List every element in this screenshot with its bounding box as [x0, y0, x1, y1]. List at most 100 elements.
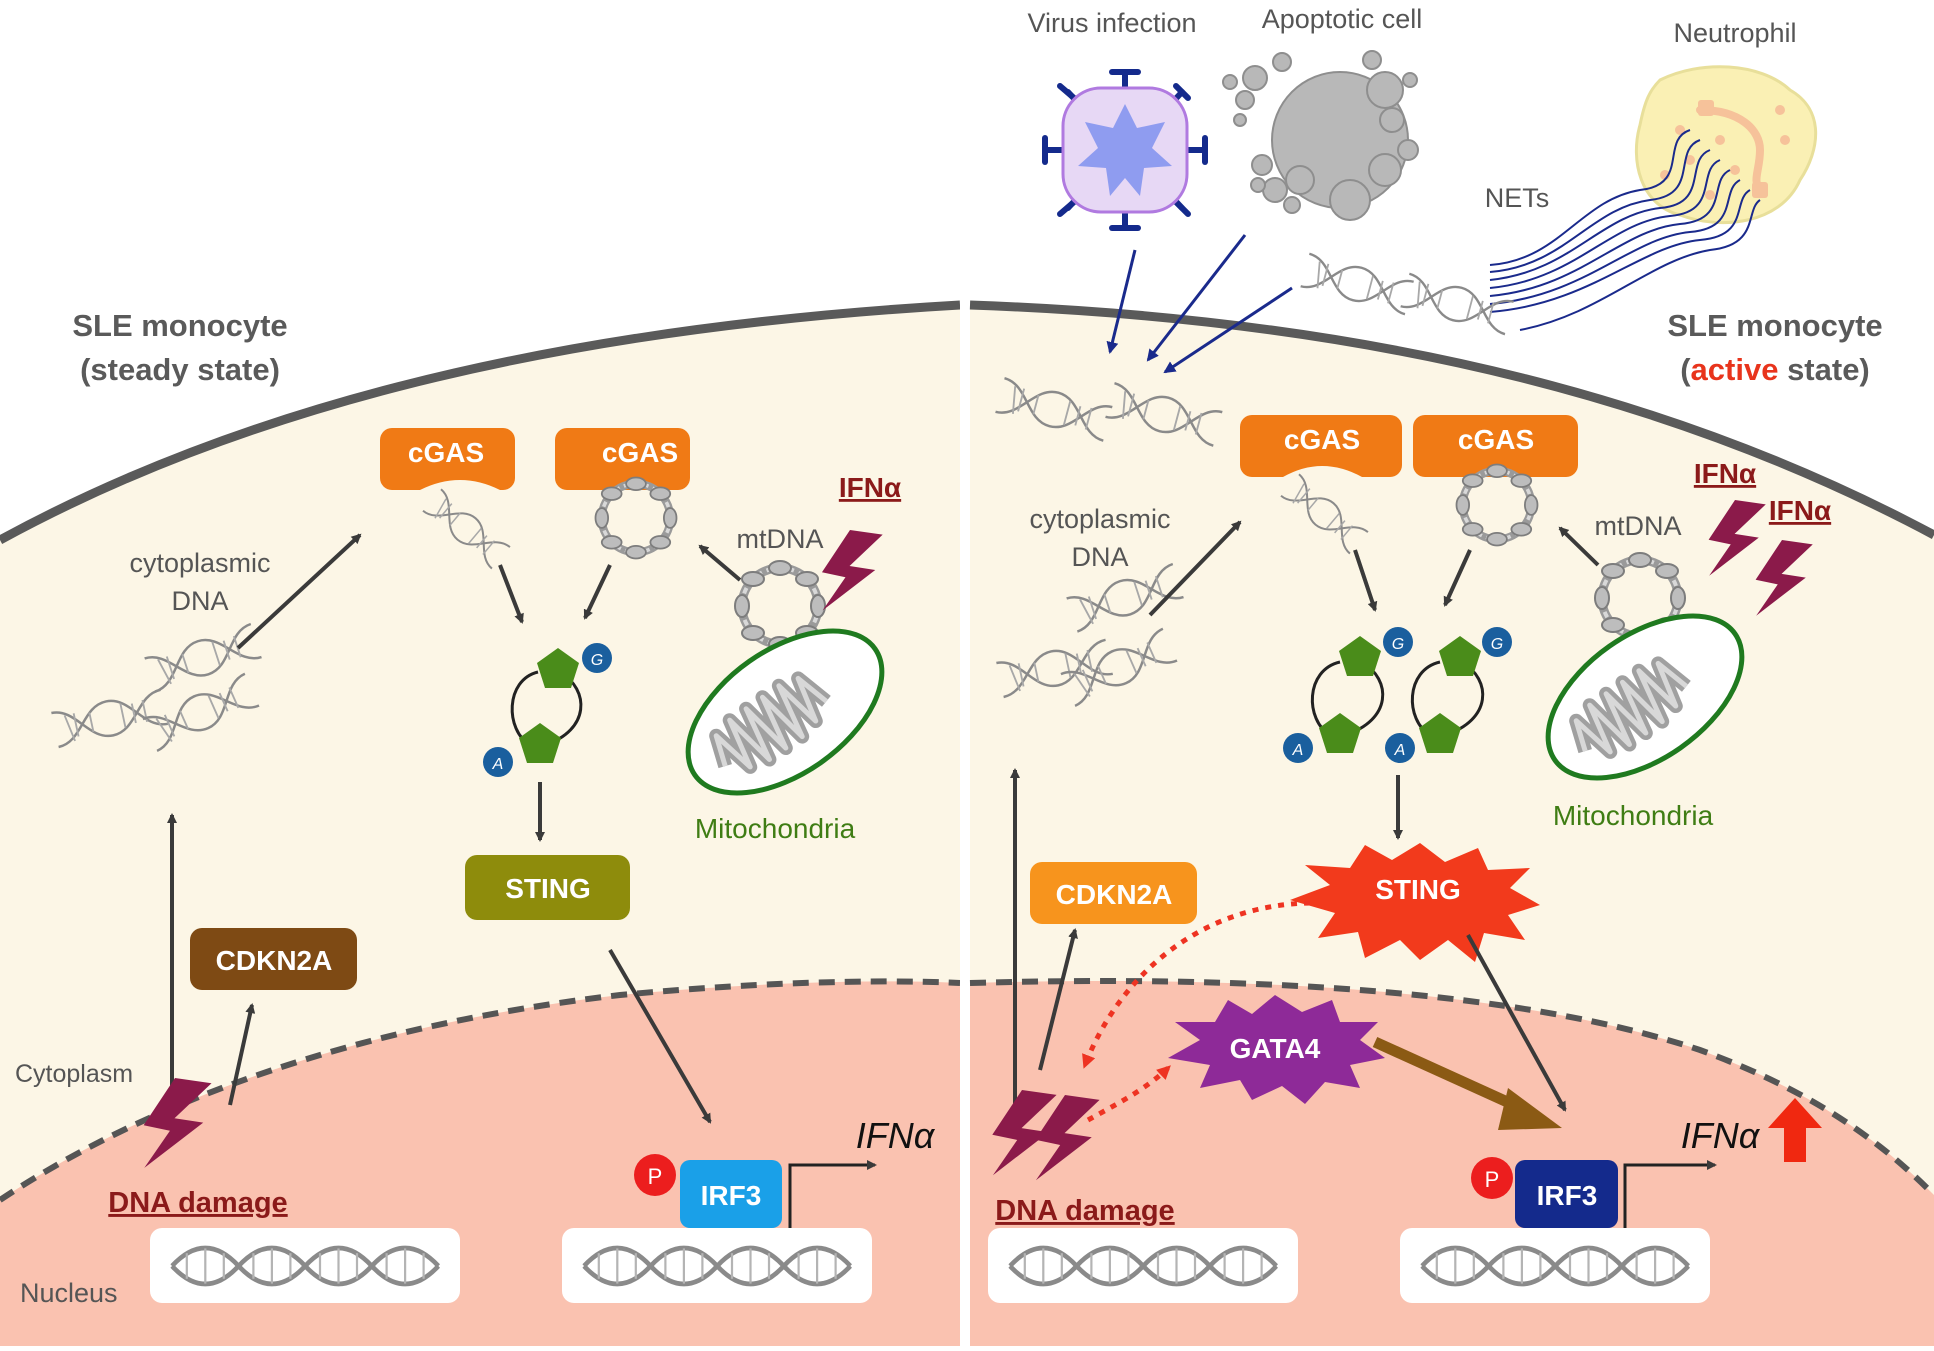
right-arrow-dna-to-cgas [1148, 520, 1242, 617]
nets-dna-2 [1399, 272, 1515, 336]
nets-dna-1 [1299, 252, 1415, 316]
right-ifna-gene-label: IFNα [1681, 1115, 1761, 1156]
left-cytoplasmic-dna-label-1: cytoplasmic [129, 548, 270, 578]
right-title-line2: (active state) [1680, 352, 1870, 387]
right-irf3-label: IRF3 [1537, 1180, 1598, 1211]
left-phospho-badge [634, 1154, 676, 1196]
right-irf3 [1515, 1160, 1618, 1228]
left-cgas-2 [555, 428, 690, 490]
right-cgas-1-notch [1283, 466, 1362, 477]
right-cgas-1 [1240, 415, 1402, 477]
right-ifna-label-1: IFNα [1694, 458, 1756, 489]
left-arrow-mtdna-to-cgas [698, 544, 742, 582]
left-cgamp: G A [483, 643, 612, 777]
left-title-line2: (steady state) [80, 352, 280, 387]
left-chromatin-1 [150, 1228, 460, 1303]
left-transcription-arrow [788, 1160, 877, 1228]
right-arrow-sting-to-irf3 [1466, 934, 1567, 1112]
left-cgas-1-notch [420, 480, 500, 490]
nets-fibers [1489, 129, 1761, 331]
virus-label: Virus infection [1027, 8, 1196, 38]
svg-text:G: G [1392, 636, 1404, 653]
left-cgas-1-label: cGAS [408, 437, 484, 468]
right-sting-label: STING [1375, 874, 1461, 905]
arrow-apoptotic-to-dna [1146, 234, 1247, 362]
left-title-line1: SLE monocyte [72, 308, 287, 343]
right-arrow-cgas2-to-cgamp [1443, 549, 1472, 607]
right-ifna-label-2: IFNα [1769, 495, 1831, 526]
virus-icon [1042, 69, 1208, 231]
left-arrow-cgas1-to-cgamp [498, 564, 524, 624]
right-nuclear-envelope [969, 978, 1934, 1198]
right-cgamp-1: G A [1283, 627, 1413, 763]
arrow-virus-to-dna [1106, 249, 1137, 354]
right-mitochondria-label: Mitochondria [1553, 800, 1714, 831]
neutrophil-label: Neutrophil [1673, 18, 1796, 48]
right-phospho-label: P [1485, 1167, 1500, 1192]
left-dna-damage-label: DNA damage [108, 1187, 287, 1219]
right-arrow-mtdna-to-cgas [1558, 526, 1600, 567]
right-cytoplasmic-dna-label-1: cytoplasmic [1029, 504, 1170, 534]
left-irf3-label: IRF3 [701, 1180, 762, 1211]
right-gata4-label: GATA4 [1230, 1033, 1321, 1064]
left-panel: SLE monocyte (steady state) cytoplasmic … [0, 300, 961, 1346]
right-cytoplasmic-dna-label-2: DNA [1071, 542, 1128, 572]
left-irf3 [680, 1160, 782, 1228]
right-title-rest: state) [1778, 352, 1869, 387]
nets-label: NETs [1485, 183, 1550, 213]
left-phospho-label: P [648, 1164, 663, 1189]
left-arrow-sting-to-irf3 [608, 948, 712, 1124]
right-mtdna-label: mtDNA [1595, 511, 1682, 541]
left-sting-label: STING [505, 873, 591, 904]
left-cgas-1 [380, 428, 515, 490]
left-arrow-dna-to-cgas [236, 533, 362, 650]
left-ifna-gene-label: IFNα [856, 1115, 936, 1156]
right-cgamp-2: G A [1385, 627, 1512, 763]
left-chromatin-2 [562, 1228, 872, 1303]
right-chromatin-1 [988, 1228, 1298, 1303]
right-phospho-badge [1471, 1157, 1513, 1199]
right-transcription-arrow [1623, 1160, 1717, 1228]
panel-divider [960, 290, 970, 1346]
neutrophil-icon [1634, 65, 1818, 225]
right-title-active: active [1691, 352, 1779, 387]
right-sting [1290, 843, 1540, 962]
left-cytoplasm-label: Cytoplasm [15, 1060, 133, 1088]
left-cytoplasmic-dna-label-2: DNA [171, 586, 228, 616]
left-sting [465, 855, 630, 920]
left-cell-membrane [0, 300, 961, 544]
left-arrow-cgas2-to-cgamp [583, 564, 612, 620]
right-cgas-2 [1413, 415, 1578, 477]
svg-text:A: A [492, 756, 504, 773]
right-arrow-gata4-head [1498, 1088, 1562, 1130]
right-gata4 [1168, 995, 1385, 1104]
right-cdkn2a [1030, 862, 1197, 924]
right-arrow-cgas1-to-cgamp [1353, 549, 1378, 612]
apoptotic-label: Apoptotic cell [1262, 4, 1423, 34]
right-cgas-2-label: cGAS [1458, 424, 1534, 455]
left-mtdna-label: mtDNA [737, 524, 824, 554]
arrow-nets-to-dna [1163, 286, 1293, 374]
right-chromatin-2 [1400, 1228, 1710, 1303]
right-dotted-sting-to-damage [1082, 900, 1311, 1069]
left-cdkn2a [190, 928, 357, 990]
svg-text:A: A [1292, 742, 1304, 759]
right-title-line1: SLE monocyte [1667, 308, 1882, 343]
svg-text:G: G [1491, 636, 1503, 653]
left-arrow-damage-to-cdkn2a [228, 1003, 256, 1106]
left-cdkn2a-label: CDKN2A [216, 945, 333, 976]
right-dna-damage-label: DNA damage [995, 1195, 1174, 1227]
left-nuclear-envelope [0, 978, 961, 1203]
right-cell-membrane [969, 300, 1934, 539]
right-cdkn2a-label: CDKN2A [1056, 879, 1173, 910]
apoptotic-cell-icon [1222, 50, 1419, 221]
right-arrow-gata4-to-irf3 [1372, 1036, 1528, 1116]
left-mitochondria-label: Mitochondria [695, 813, 856, 844]
right-panel: SLE monocyte (active state) Virus infect… [969, 4, 1934, 1346]
svg-text:G: G [591, 652, 603, 669]
right-upregulation-arrow-icon [1768, 1098, 1822, 1162]
svg-text:A: A [1394, 742, 1406, 759]
left-cgas-2-label: cGAS [602, 437, 678, 468]
right-arrow-damage-to-cdkn2a [1038, 928, 1078, 1071]
